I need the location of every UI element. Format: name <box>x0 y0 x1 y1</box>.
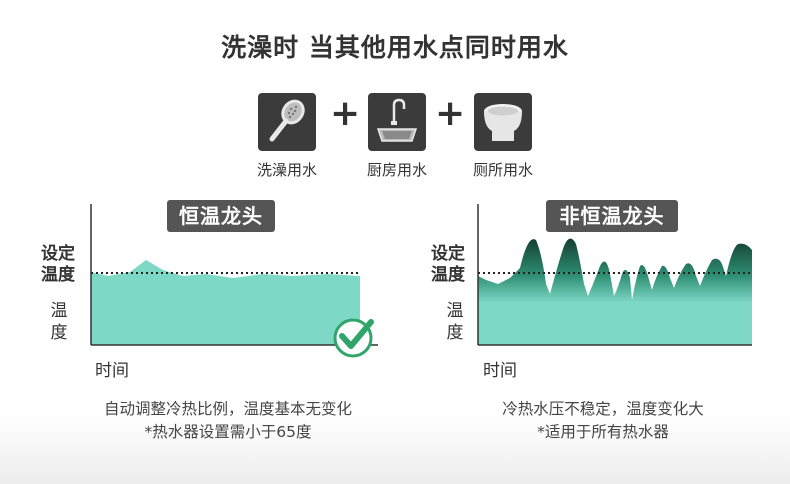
left-temp-axis-line2: 度 <box>50 323 68 343</box>
left-time-axis-label: 时间 <box>95 361 129 381</box>
right-caption: 冷热水压不稳定，温度变化大 *适用于所有热水器 <box>438 398 768 444</box>
left-set-temp-line1: 设定 <box>41 244 75 264</box>
shower-label: 洗澡用水 <box>256 161 317 179</box>
plus-sign-2: + <box>435 93 466 134</box>
headline: 洗澡时 当其他用水点同时用水 <box>221 33 569 62</box>
kitchen-sink-icon <box>368 93 426 151</box>
right-time-axis-label: 时间 <box>483 361 517 381</box>
thermostatic-badge: 恒温龙头 <box>167 200 275 232</box>
toilet-label: 厕所用水 <box>472 161 533 179</box>
left-set-temp-line2: 温度 <box>41 265 75 285</box>
right-temperature-chart <box>477 204 752 346</box>
left-caption-line2: *热水器设置需小于65度 <box>144 423 312 441</box>
left-temp-area <box>91 260 360 345</box>
right-set-temp-label: 设定 温度 <box>428 244 468 286</box>
right-caption-line1: 冷热水压不稳定，温度变化大 <box>502 400 704 418</box>
left-set-temp-label: 设定 温度 <box>38 244 78 286</box>
left-caption: 自动调整冷热比例，温度基本无变化 *热水器设置需小于65度 <box>63 398 393 444</box>
left-caption-line1: 自动调整冷热比例，温度基本无变化 <box>103 400 352 418</box>
right-temp-axis-line1: 温 <box>446 301 464 321</box>
right-temp-axis-label: 温 度 <box>444 300 466 344</box>
right-temp-area <box>478 238 752 345</box>
kitchen-label: 厨房用水 <box>366 161 427 179</box>
shower-head-icon <box>258 93 316 151</box>
smart-toilet-icon <box>474 93 532 151</box>
non-thermostatic-badge: 非恒温龙头 <box>546 200 678 232</box>
left-temperature-chart <box>90 204 378 358</box>
right-set-temp-line1: 设定 <box>431 244 465 264</box>
left-temp-axis-line1: 温 <box>50 301 68 321</box>
green-checkmark-icon <box>333 318 374 358</box>
left-temp-axis-label: 温 度 <box>48 300 70 344</box>
right-temp-axis-line2: 度 <box>446 323 464 343</box>
right-caption-line2: *适用于所有热水器 <box>537 423 669 441</box>
right-set-temp-line2: 温度 <box>431 265 465 285</box>
plus-sign-1: + <box>330 93 361 134</box>
